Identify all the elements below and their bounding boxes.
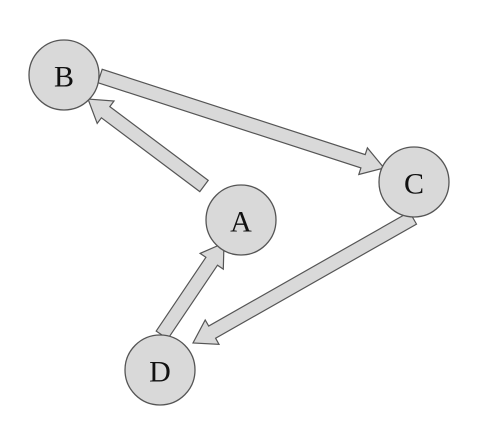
node-d-label: D (149, 356, 171, 389)
edge-arrow-a-to-b (87, 98, 210, 193)
node-c-label: C (404, 168, 424, 201)
node-b-label: B (54, 61, 74, 94)
node-b: B (28, 39, 100, 111)
edge-arrow-b-to-c (97, 68, 386, 176)
node-c-circle (378, 146, 450, 218)
node-d: D (124, 334, 196, 406)
node-c: C (378, 146, 450, 218)
node-d-circle (124, 334, 196, 406)
node-a: A (205, 184, 277, 256)
node-b-circle (28, 39, 100, 111)
edges-layer (87, 68, 418, 345)
node-a-circle (205, 184, 277, 256)
edge-arrow-c-to-d (192, 211, 418, 345)
node-a-label: A (230, 206, 252, 239)
nodes-layer: A B C D (28, 39, 450, 406)
edge-arrow-d-to-a (155, 242, 225, 340)
